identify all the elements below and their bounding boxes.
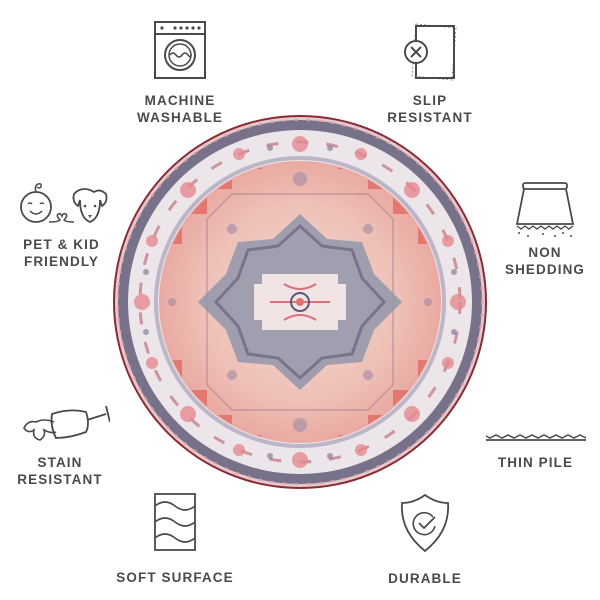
spilled-wine-glass-icon [23, 405, 110, 441]
baby-dog-heart-icon [19, 183, 107, 223]
slip-resistant-pad-icon [404, 23, 457, 81]
feature-pet-kid-friendly: PET & KID FRIENDLY [4, 180, 119, 270]
feature-label: THIN PILE [497, 455, 574, 470]
feature-label: MACHINE WASHABLE [136, 93, 224, 125]
thin-pile-icon [485, 434, 586, 441]
feature-non-shedding: NON SHEDDING [490, 180, 600, 278]
feature-thin-pile: THIN PILE [478, 432, 593, 471]
waves-square-icon [154, 493, 196, 551]
feature-soft-surface: SOFT SURFACE [115, 492, 235, 586]
feature-durable: DURABLE [380, 493, 470, 587]
feature-stain-resistant: STAIN RESISTANT [4, 400, 116, 488]
feature-machine-washable: MACHINE WASHABLE [120, 20, 240, 126]
feature-label: SOFT SURFACE [116, 570, 234, 585]
round-rug-image [113, 115, 487, 489]
feature-label: SLIP RESISTANT [387, 93, 473, 125]
feature-slip-resistant: SLIP RESISTANT [370, 20, 490, 126]
washing-machine-icon [154, 21, 206, 79]
shield-check-icon [401, 493, 449, 553]
feature-label: PET & KID FRIENDLY [23, 237, 100, 269]
feature-label: DURABLE [388, 571, 462, 586]
rug-no-shed-icon [515, 182, 575, 237]
feature-label: STAIN RESISTANT [17, 455, 103, 487]
feature-label: NON SHEDDING [504, 245, 586, 277]
